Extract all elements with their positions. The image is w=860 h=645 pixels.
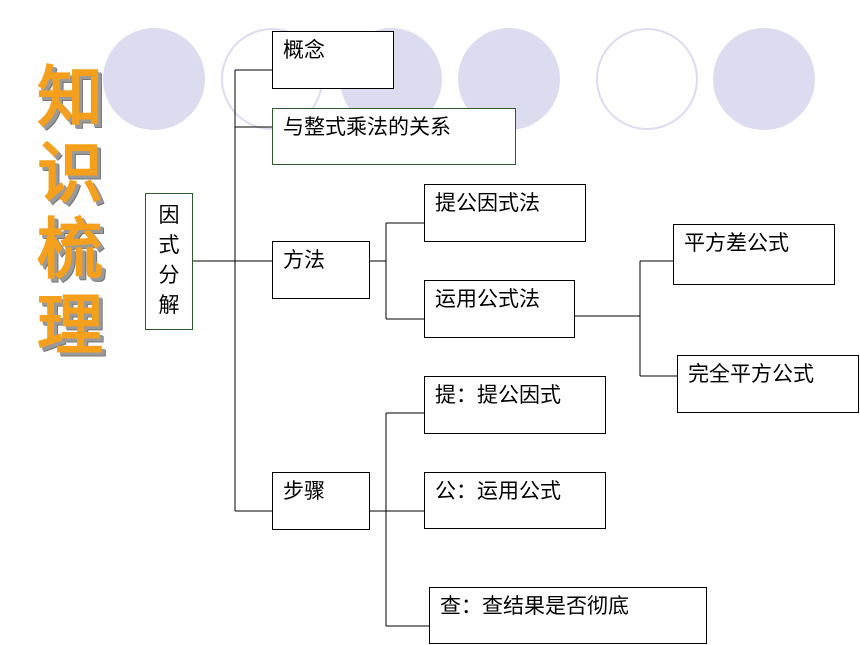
node-factor-out: 提公因式法 xyxy=(424,184,586,242)
title-char: 梳 xyxy=(37,211,103,288)
decor-circle-1 xyxy=(103,28,205,130)
node-method: 方法 xyxy=(272,241,370,299)
node-use-formula: 运用公式法 xyxy=(424,280,575,338)
node-diff-squares: 平方差公式 xyxy=(673,224,835,285)
root-char: 因 xyxy=(158,203,180,227)
page-title: 知 识 梳 理 xyxy=(30,60,110,364)
node-step-extract: 提：提公因式 xyxy=(424,376,606,434)
title-char: 知 xyxy=(37,59,103,136)
root-char: 解 xyxy=(158,293,180,317)
node-relation: 与整式乘法的关系 xyxy=(272,108,516,165)
root-node: 因 式 分 解 xyxy=(145,193,193,330)
node-perfect-square: 完全平方公式 xyxy=(677,355,859,413)
node-step-formula: 公：运用公式 xyxy=(424,472,606,529)
node-concept: 概念 xyxy=(272,31,394,89)
root-char: 式 xyxy=(158,233,180,257)
node-steps: 步骤 xyxy=(272,472,370,530)
title-char: 识 xyxy=(37,135,103,212)
decor-circle-5 xyxy=(596,28,698,130)
decor-circle-6 xyxy=(713,28,815,130)
root-char: 分 xyxy=(158,263,180,287)
title-char: 理 xyxy=(37,287,103,364)
node-step-check: 查：查结果是否彻底 xyxy=(429,587,707,644)
